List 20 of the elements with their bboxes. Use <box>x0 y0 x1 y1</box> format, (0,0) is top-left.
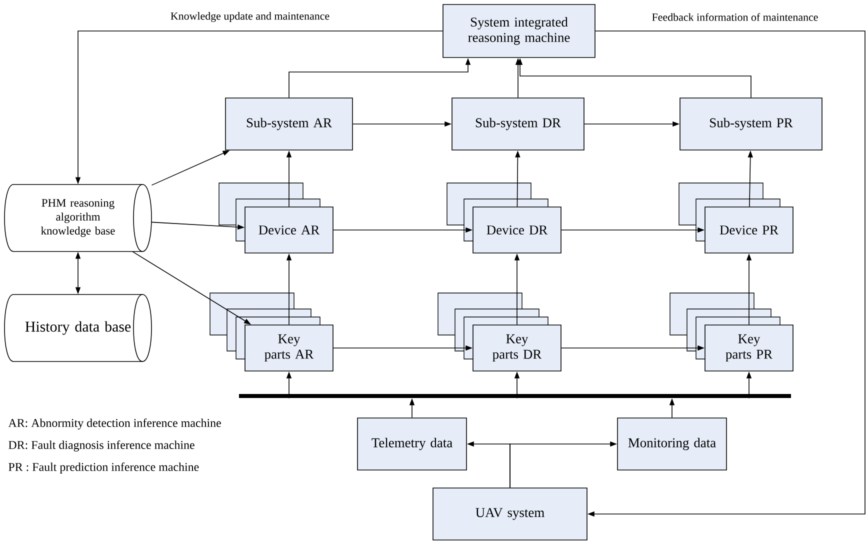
stacked-box: Device AR <box>218 182 334 254</box>
database-cylinder: PHM reasoning algorithm knowledge base <box>4 184 152 252</box>
edge-label: Feedback information of maintenance <box>652 13 818 21</box>
edge-label: Knowledge update and maintenance <box>170 12 330 22</box>
process-box: Sub-system DR <box>452 98 584 150</box>
process-box: Monitoring data <box>617 418 727 470</box>
process-box: UAV system <box>432 488 588 540</box>
stacked-box: Key parts AR <box>210 292 334 372</box>
process-box: Sub-system AR <box>225 98 353 150</box>
legend-note: PR : Fault prediction inference machine <box>8 462 199 474</box>
legend-note: DR: Fault diagnosis inference machine <box>8 440 194 452</box>
process-box: Telemetry data <box>357 418 467 470</box>
stacked-box: Key parts PR <box>670 292 794 372</box>
process-box: System integrated reasoning machine <box>442 4 596 58</box>
database-cylinder: History data base <box>4 294 152 362</box>
stacked-box: Key parts DR <box>438 292 562 372</box>
stacked-box: Device DR <box>446 182 562 254</box>
process-box: Sub-system PR <box>680 98 822 150</box>
stacked-box: Device PR <box>678 182 794 254</box>
legend-note: AR: Abnormity detection inference machine <box>8 418 221 430</box>
